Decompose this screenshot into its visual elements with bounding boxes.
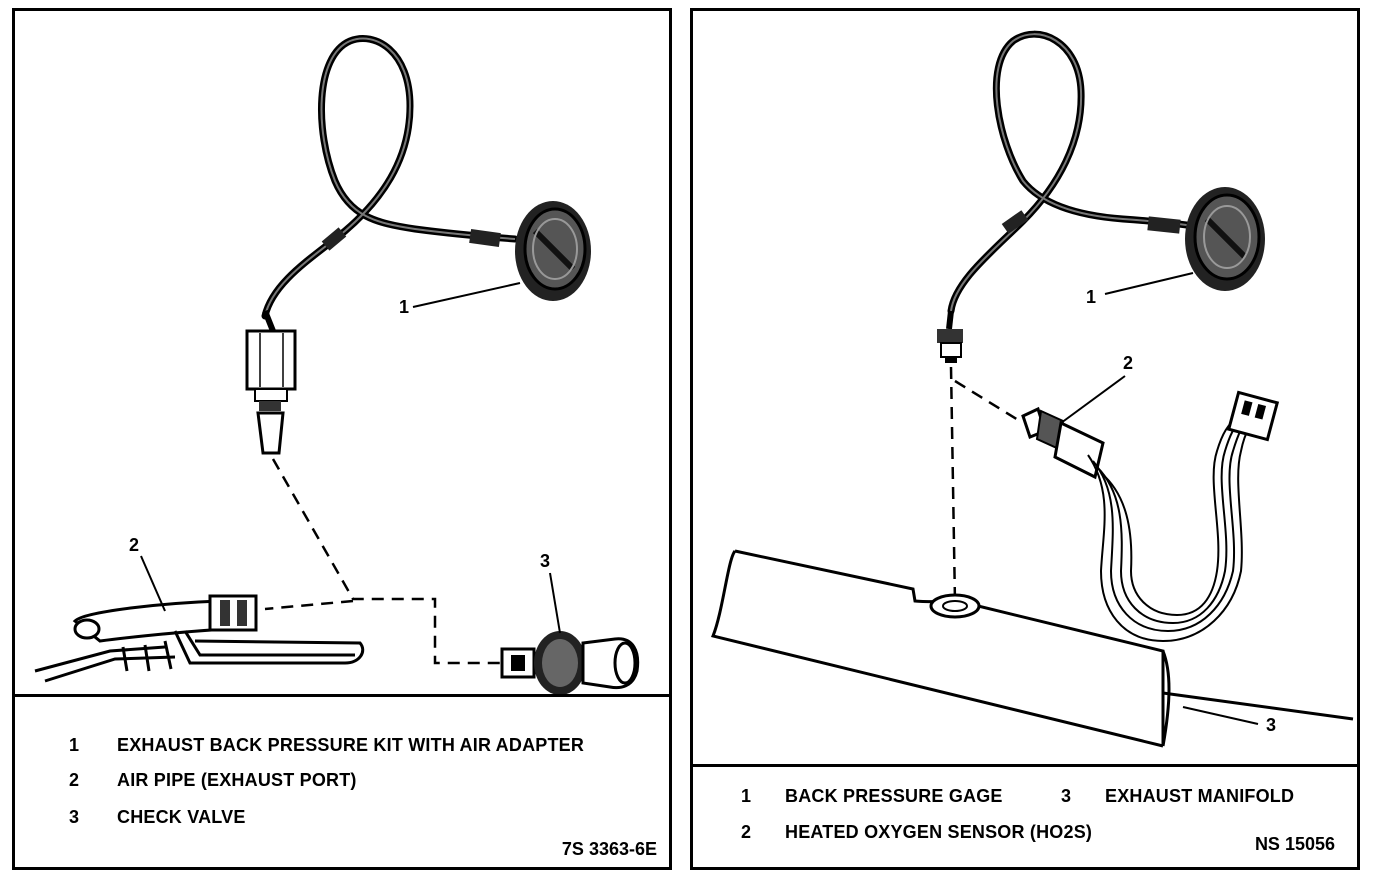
back-pressure-gauge (515, 201, 591, 301)
gauge-fitting (937, 310, 963, 363)
right-diagram-panel: 1 2 (690, 8, 1360, 870)
back-pressure-gauge (1185, 187, 1265, 291)
heated-oxygen-sensor (1021, 390, 1280, 643)
right-diagram-illustration: 1 2 (710, 30, 1354, 748)
legend-number: 2 (69, 770, 80, 790)
legend-text: AIR PIPE (EXHAUST PORT) (117, 770, 357, 790)
exhaust-manifold (710, 549, 1354, 748)
left-diagram-illustration: 1 2 (34, 35, 640, 694)
callout-1: 1 (399, 297, 409, 317)
air-pipe (34, 594, 365, 683)
left-legend: 1 EXHAUST BACK PRESSURE KIT WITH AIR ADA… (15, 694, 669, 867)
callout-2: 2 (129, 535, 139, 555)
legend-text: CHECK VALVE (117, 807, 246, 827)
callout-3: 3 (540, 551, 550, 571)
legend-number: 1 (741, 786, 752, 806)
legend-number: 3 (1061, 786, 1072, 806)
callout-3: 3 (1266, 715, 1276, 735)
legend-number: 2 (741, 822, 752, 842)
figure-reference-code: 7S 3363-6E (561, 839, 657, 859)
callout-2: 2 (1123, 353, 1133, 373)
check-valve (500, 631, 640, 694)
callout-1: 1 (1086, 287, 1096, 307)
left-diagram-panel: 1 2 (12, 8, 672, 870)
legend-text: BACK PRESSURE GAGE (785, 786, 1003, 806)
air-adapter (245, 309, 297, 455)
legend-number: 1 (69, 735, 80, 755)
legend-text: HEATED OXYGEN SENSOR (HO2S) (785, 822, 1093, 842)
legend-text: EXHAUST MANIFOLD (1105, 786, 1295, 806)
figure-reference-code: NS 15056 (1254, 834, 1335, 854)
legend-number: 3 (69, 807, 80, 827)
gauge-hose (947, 30, 1207, 315)
legend-text: EXHAUST BACK PRESSURE KIT WITH AIR ADAPT… (117, 735, 585, 755)
right-legend: 1 BACK PRESSURE GAGE 3 EXHAUST MANIFOLD … (693, 764, 1357, 867)
